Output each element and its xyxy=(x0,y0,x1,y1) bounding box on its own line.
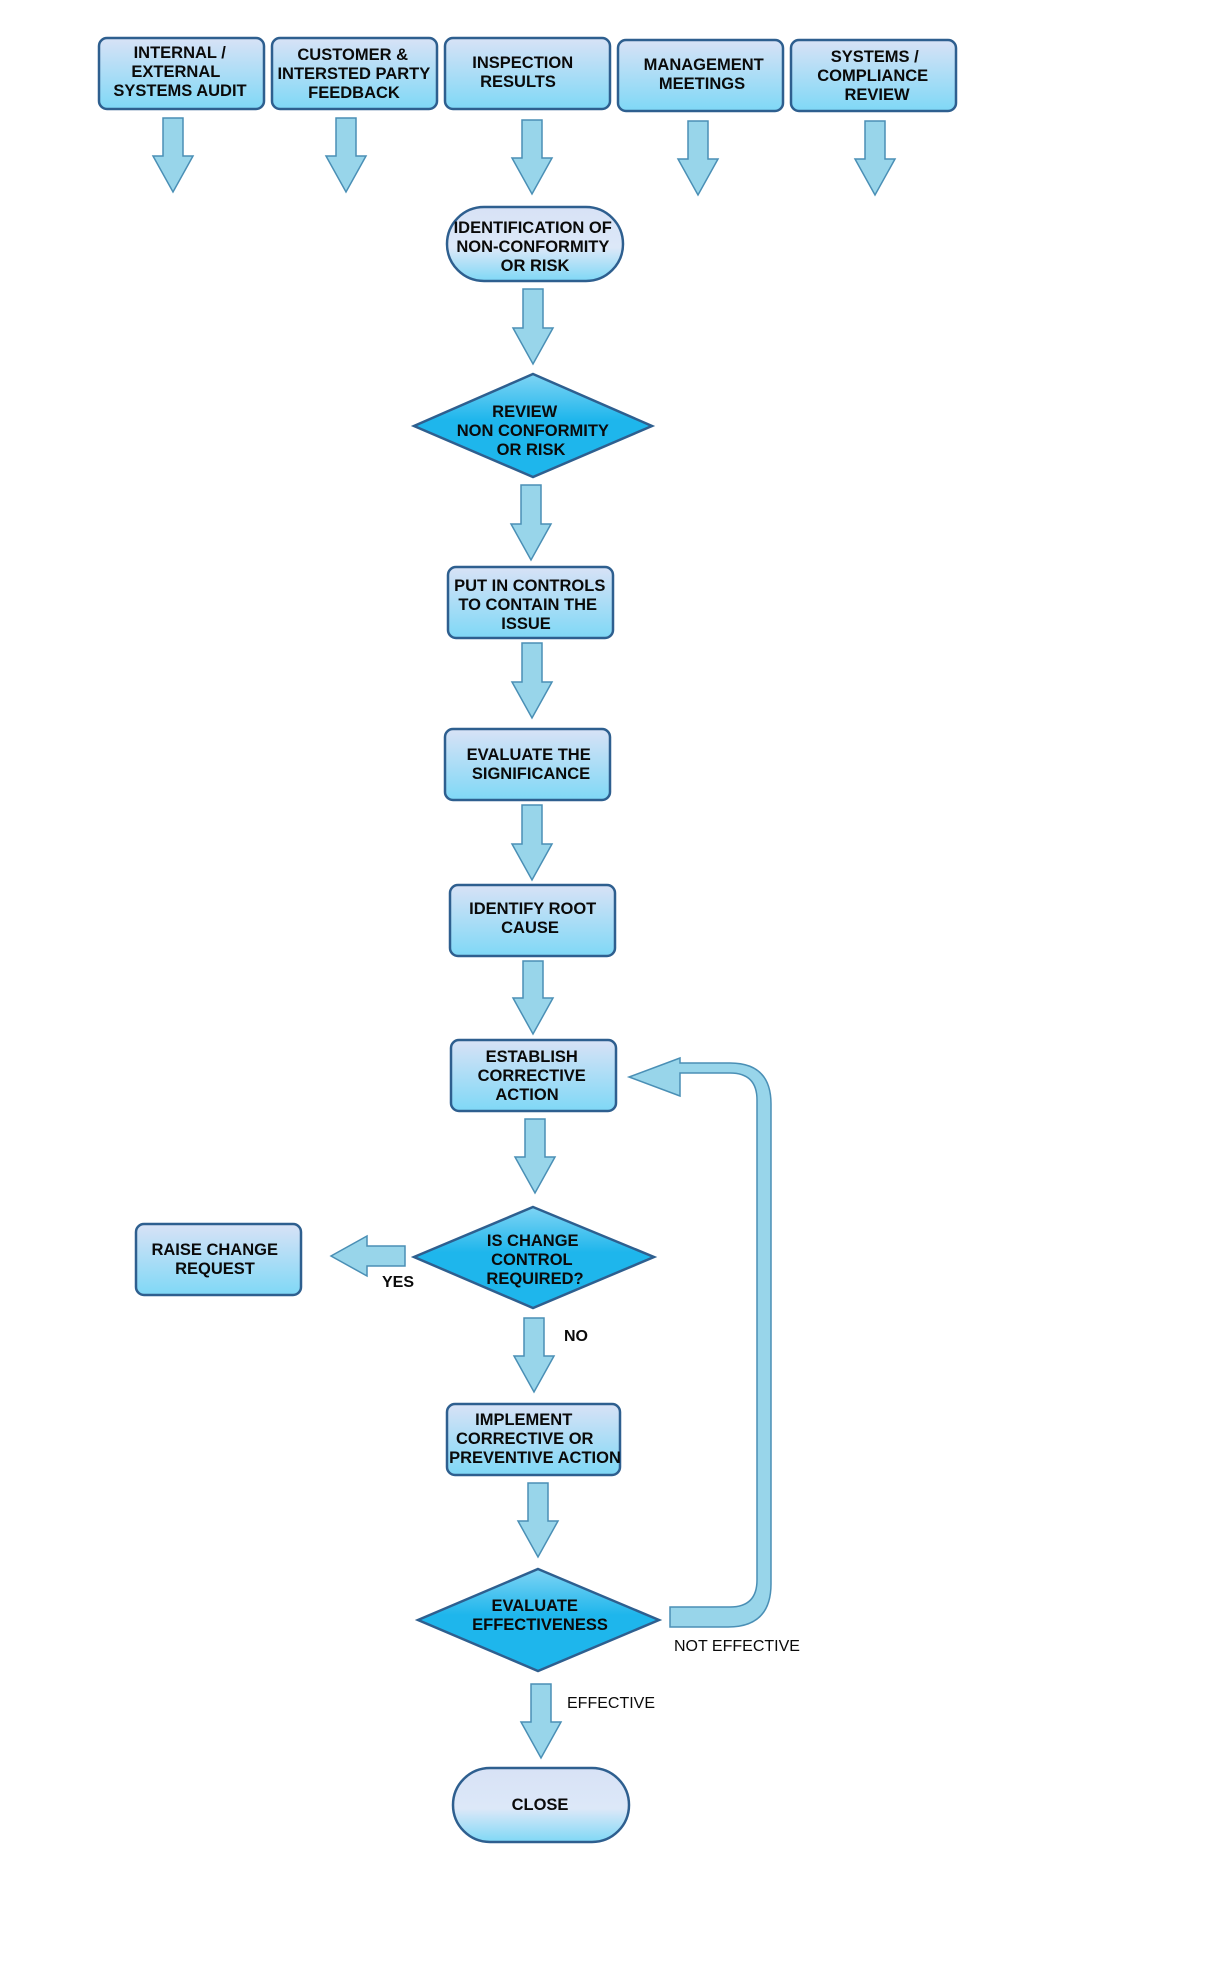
input-inspection-results: INSPECTION RESULTS xyxy=(443,36,612,111)
svg-text:EVALUATE EFFECTIVENESS: EVALUATE EFFECTIVENESS xyxy=(472,1597,608,1634)
arrow-review-to-controls xyxy=(509,484,553,562)
node-close: CLOSE xyxy=(451,1766,631,1844)
svg-text:ESTABLISH CORRECTIVE: ESTABLISH CORRECTIVE ACTION xyxy=(478,1048,591,1104)
arrow-compliance-down xyxy=(853,120,897,197)
node-put-in-controls: PUT IN CONTROLS TO CONTAIN THE ISSUE xyxy=(446,565,615,640)
input-systems-compliance-review: SYSTEMS / COMPLIANCE REVIEW xyxy=(789,38,958,113)
arrow-root-to-corrective xyxy=(511,960,555,1036)
arrow-inspection-down xyxy=(510,119,554,196)
svg-text:IDENTIFICATION OF NON-CO: IDENTIFICATION OF NON-CONFORMITY OR RISK xyxy=(454,219,617,275)
decision-review-non-conformity: REVIEW NON CONFORMITY OR RISK xyxy=(410,372,656,479)
svg-text:EVALUATE THE SIGNIFICANC: EVALUATE THE SIGNIFICANCE xyxy=(467,746,596,783)
arrow-identify-to-review xyxy=(511,288,555,366)
flow-arrows xyxy=(151,117,897,1760)
decision-evaluate-effectiveness: EVALUATE EFFECTIVENESS xyxy=(414,1567,663,1673)
svg-text:RAISE CHANGE REQUEST: RAISE CHANGE REQUEST xyxy=(151,1241,282,1278)
arrow-no-to-implement xyxy=(512,1317,556,1394)
node-evaluate-significance: EVALUATE THE SIGNIFICANCE xyxy=(443,727,612,802)
svg-text:MANAGEMENT MEETINGS: MANAGEMENT MEETINGS xyxy=(644,56,769,93)
arrow-yes-to-raise-change xyxy=(329,1234,406,1278)
arrow-feedback-down xyxy=(324,117,368,194)
arrow-meetings-down xyxy=(676,120,720,197)
input-internal-external-audit: INTERNAL / EXTERNAL SYSTEMS AUDIT xyxy=(97,36,266,111)
svg-text:IS CHANGE CONTROL: IS CHANGE CONTROL REQUIRED? xyxy=(486,1232,583,1288)
svg-text:CUSTOMER & INTERSTED PAR: CUSTOMER & INTERSTED PARTY FEEDBACK xyxy=(277,46,434,102)
arrow-effective-to-close xyxy=(519,1683,563,1760)
decision-is-change-control-required: IS CHANGE CONTROL REQUIRED? xyxy=(410,1205,658,1310)
svg-text:SYSTEMS / COMPLIANCE: SYSTEMS / COMPLIANCE REVIEW xyxy=(817,48,933,104)
label-not-effective: NOT EFFECTIVE xyxy=(674,1638,800,1655)
arrow-corrective-to-change xyxy=(513,1118,557,1195)
svg-text:REVIEW NON CONFORMITY: REVIEW NON CONFORMITY OR RISK xyxy=(457,403,613,459)
svg-text:PUT IN CONTROLS TO CONTA: PUT IN CONTROLS TO CONTAIN THE ISSUE xyxy=(454,577,610,633)
arrow-controls-to-significance xyxy=(510,642,554,720)
arrow-significance-to-root xyxy=(510,804,554,882)
label-effective: EFFECTIVE xyxy=(567,1695,655,1712)
input-management-meetings: MANAGEMENT MEETINGS xyxy=(616,38,785,113)
node-implement-action: IMPLEMENT CORRECTIVE OR PREVENTIVE ACTIO… xyxy=(445,1402,622,1477)
svg-text:CLOSE: CLOSE xyxy=(512,1796,569,1814)
svg-text:IMPLEMENT CORRECTIVE OR: IMPLEMENT CORRECTIVE OR PREVENTIVE ACTIO… xyxy=(449,1411,621,1467)
node-identify-root-cause: IDENTIFY ROOT CAUSE xyxy=(448,883,617,958)
arrow-audit-down xyxy=(151,117,195,194)
node-establish-corrective-action: ESTABLISH CORRECTIVE ACTION xyxy=(449,1038,618,1113)
label-no: NO xyxy=(564,1328,588,1345)
arrow-implement-to-evaluate xyxy=(516,1482,560,1559)
label-yes: YES xyxy=(382,1274,414,1291)
node-raise-change-request: RAISE CHANGE REQUEST xyxy=(134,1222,303,1297)
arrow-not-effective-loop-back xyxy=(626,1056,772,1628)
svg-text:INTERNAL / EXTERNAL: INTERNAL / EXTERNAL SYSTEMS AUDIT xyxy=(113,44,246,100)
node-identification: IDENTIFICATION OF NON-CONFORMITY OR RISK xyxy=(445,205,625,283)
input-customer-feedback: CUSTOMER & INTERSTED PARTY FEEDBACK xyxy=(270,36,439,111)
svg-text:IDENTIFY ROOT CAUSE: IDENTIFY ROOT CAUSE xyxy=(469,900,601,937)
svg-text:INSPECTION RESULTS: INSPECTION RESULTS xyxy=(472,54,577,91)
